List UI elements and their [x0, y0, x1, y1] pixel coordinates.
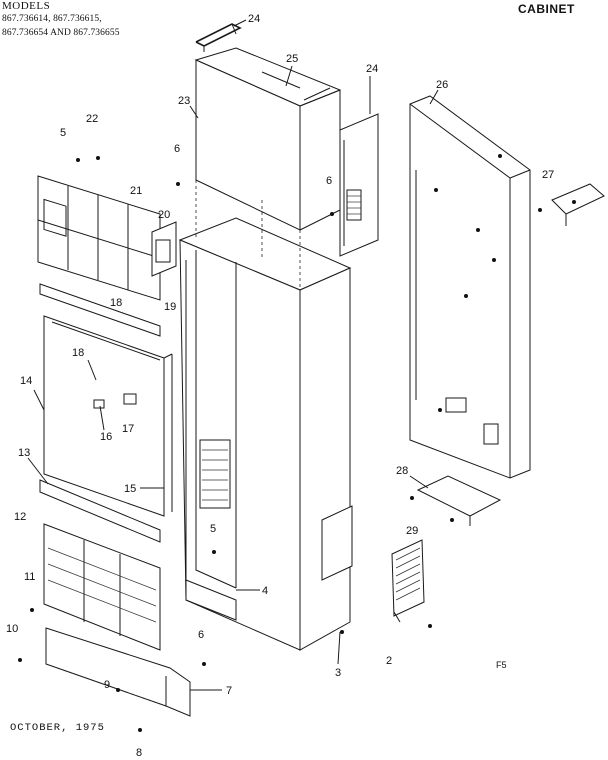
- callout-17: 17: [122, 423, 134, 435]
- section-title: CABINET: [518, 2, 575, 16]
- callout-15: 15: [124, 483, 136, 495]
- callout-20: 20: [158, 209, 170, 221]
- lower-side-grille: [391, 539, 425, 617]
- callout-9: 9: [104, 679, 110, 691]
- callout-6b: 6: [326, 175, 332, 187]
- callout-21: 21: [130, 185, 142, 197]
- figure-reference: F5: [496, 660, 507, 670]
- callout-26: 26: [436, 79, 448, 91]
- callout-24: 24: [248, 13, 260, 25]
- models-title: MODELS: [2, 0, 51, 12]
- callout-29: 29: [406, 525, 418, 537]
- upper-filter-grille: [37, 175, 161, 301]
- lower-front-grille: [43, 523, 161, 651]
- callout-8: 8: [136, 747, 142, 759]
- callout-23: 23: [178, 95, 190, 107]
- base-bracket: [410, 475, 502, 526]
- callout-16: 16: [100, 431, 112, 443]
- mounting-bracket: [538, 183, 605, 226]
- callout-28: 28: [396, 465, 408, 477]
- hardware-screws: [18, 156, 432, 732]
- revision-date: OCTOBER, 1975: [10, 722, 105, 734]
- callout-24b: 24: [366, 63, 378, 75]
- callout-6: 6: [174, 143, 180, 155]
- top-panel: [194, 47, 342, 231]
- callout-13: 13: [18, 447, 30, 459]
- callout-5b: 5: [60, 127, 66, 139]
- top-bracket: [195, 23, 242, 52]
- callout-6c: 6: [198, 629, 204, 641]
- callout-2: 2: [386, 655, 392, 667]
- filter-rail: [39, 283, 161, 337]
- callout-4: 4: [262, 585, 268, 597]
- callout-18: 18: [110, 297, 122, 309]
- callout-11: 11: [24, 571, 35, 583]
- callout-3: 3: [335, 667, 341, 679]
- callout-10: 10: [6, 623, 18, 635]
- models-line-1: 867.736614, 867.736615,: [2, 14, 102, 24]
- bottom-shroud: [45, 627, 191, 717]
- callout-22: 22: [86, 113, 98, 125]
- callout-7: 7: [226, 685, 232, 697]
- callout-labels: 2 3 4 5 5 6 6 6 7 8 9 10 11 12 13 14 15 …: [6, 13, 554, 759]
- callout-5: 5: [210, 523, 216, 535]
- callout-27: 27: [542, 169, 554, 181]
- callout-18b: 18: [72, 347, 84, 359]
- callout-12: 12: [14, 511, 26, 523]
- callout-25: 25: [286, 53, 298, 65]
- models-line-2: 867.736654 AND 867.736655: [2, 28, 120, 38]
- lower-rail: [39, 479, 161, 543]
- side-panel-upper-right: [339, 113, 379, 257]
- back-panel: [409, 95, 531, 479]
- callout-14: 14: [20, 375, 32, 387]
- cabinet-body: [178, 180, 353, 651]
- callout-19: 19: [164, 301, 176, 313]
- front-access-panel: [43, 315, 173, 517]
- small-filter: [151, 221, 177, 277]
